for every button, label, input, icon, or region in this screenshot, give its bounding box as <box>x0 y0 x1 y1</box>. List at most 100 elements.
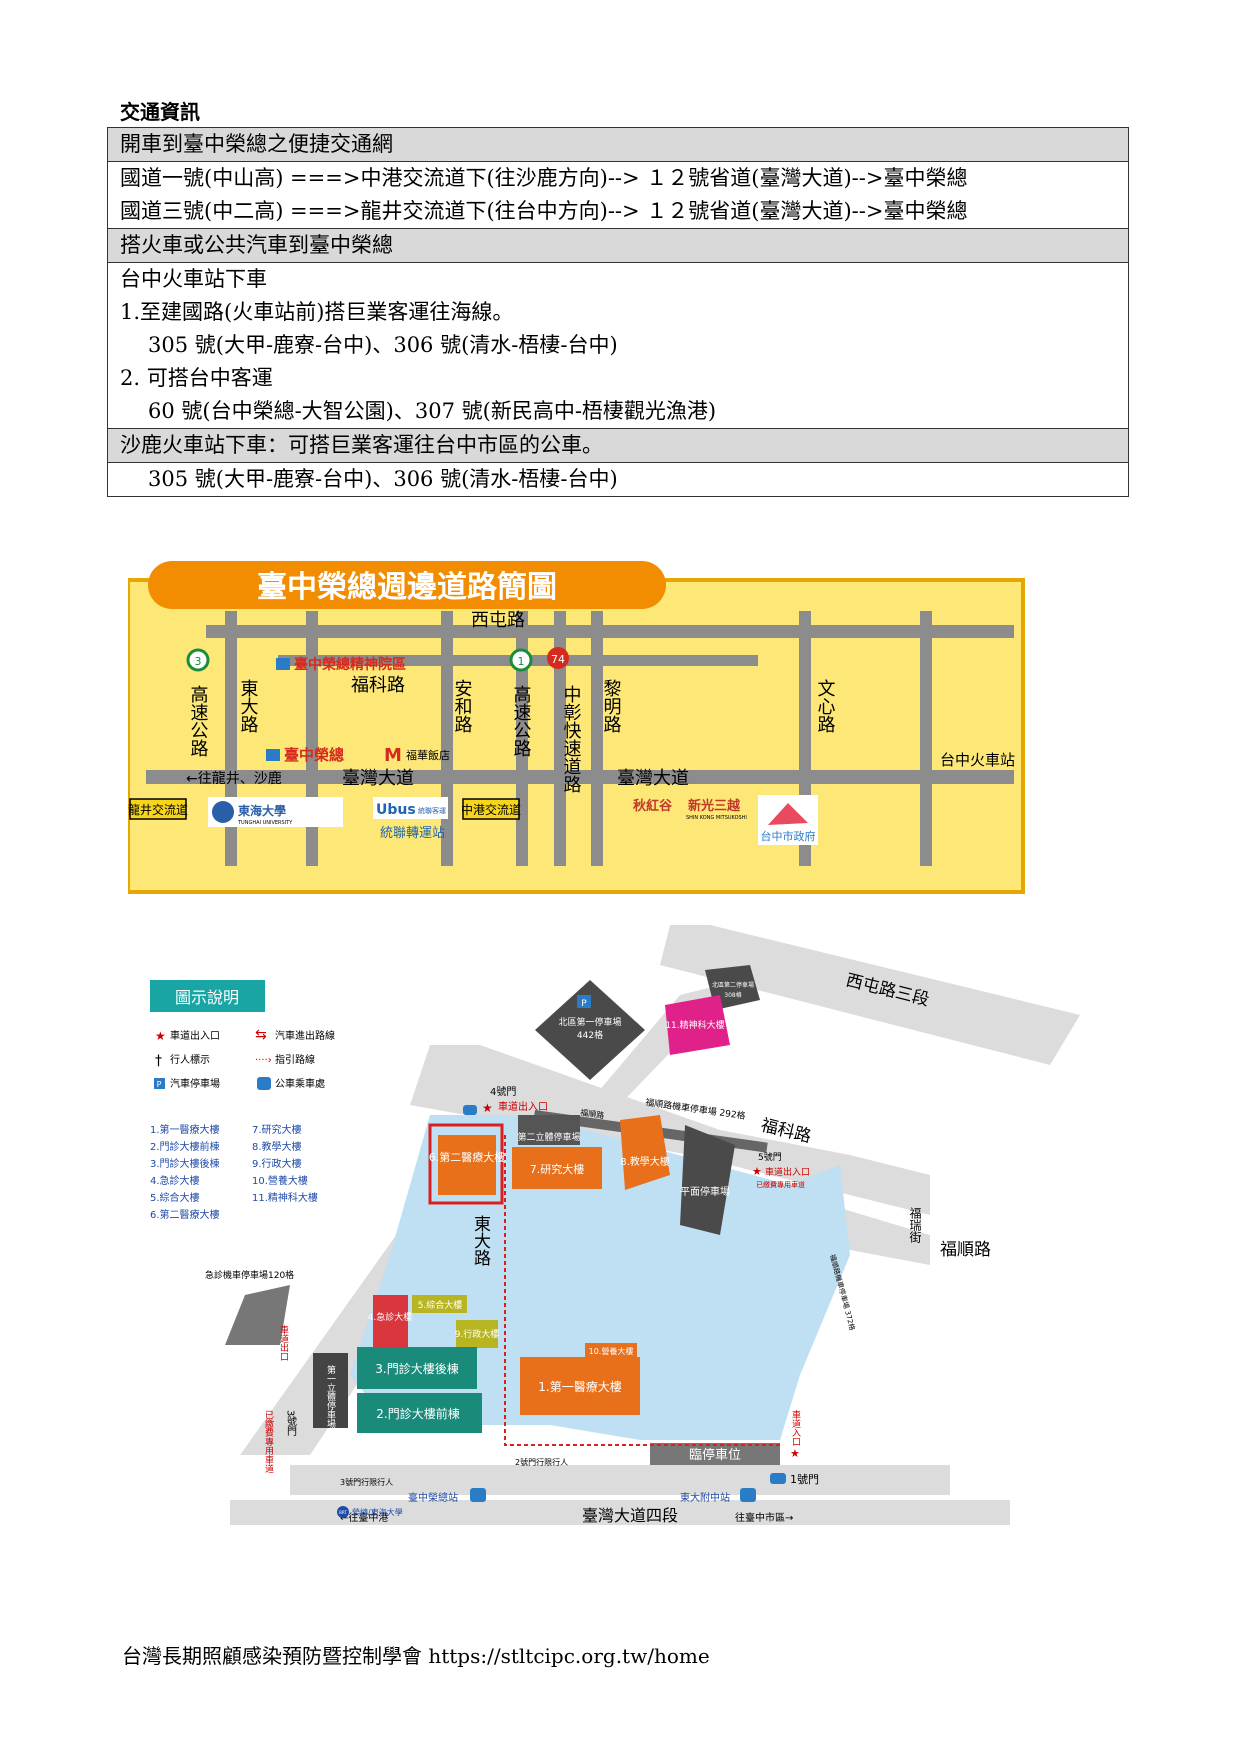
building-4 <box>373 1295 408 1350</box>
road-fuke: 福科路 <box>351 675 405 696</box>
bus-vgh-icon <box>470 1488 486 1502</box>
shield-1: 1 <box>518 655 525 668</box>
gate-3-ped: 3號門行限行人 <box>340 1477 393 1487</box>
brt-icon <box>337 1506 349 1518</box>
building-list-5: 5.綜合大樓 <box>150 1191 200 1204</box>
taichung-station-cell: 台中火車站下車 1.至建國路(火車站前)搭巨業客運往海線。 305 號(大甲-鹿… <box>107 262 1129 429</box>
building-11-label: 11.精神科大樓 <box>665 1019 724 1031</box>
road-map-title-bg <box>148 561 666 609</box>
north-parking-1-p: P <box>581 999 587 1009</box>
footer: 台灣長期照顧感染預防暨控制學會 https://stltcipc.org.tw/… <box>122 1644 710 1668</box>
gate-1: 1號門 <box>790 1473 819 1486</box>
taichung-line2-routes: 60 號(台中榮總-大智公園)、307 號(新民高中-梧棲觀光漁港) <box>148 399 717 423</box>
poi-shinkong-en: SHIN KONG MITSUKOSHI <box>686 815 747 821</box>
car-header: 開車到臺中榮總之便捷交通網 <box>107 127 1129 162</box>
shield-74: 74 <box>551 653 565 666</box>
road-anhe: 安和路 <box>452 679 473 733</box>
building-1 <box>520 1357 640 1415</box>
road-east-campus: 東大路 <box>470 1215 491 1266</box>
shalu-routes: 305 號(大甲-鹿寮-台中)、306 號(清水-梧棲-台中) <box>148 467 618 491</box>
gate-5-sign: 車道出入口 <box>765 1166 810 1178</box>
building-list-7: 7.研究大樓 <box>252 1123 302 1136</box>
page-heading: 交通資訊 <box>120 100 200 124</box>
legend-guide: 指引路線 <box>275 1053 315 1066</box>
road-wenxin: 文心路 <box>815 679 836 733</box>
building-list-10: 10.營養大樓 <box>252 1174 308 1187</box>
temp-parking <box>650 1443 780 1465</box>
longjing-ic-sign <box>129 798 187 820</box>
gate-1-car-icon <box>770 1473 786 1484</box>
first-parking-label: 第一立體停車場 <box>325 1364 336 1429</box>
car-routes-cell: 國道一號(中山高) ===>中港交流道下(往沙鹿方向)--> １２號省道(臺灣大… <box>107 161 1129 229</box>
building-6-label: 6.第二醫療大樓 <box>429 1150 506 1164</box>
legend-gate: 車道出入口 <box>170 1029 220 1042</box>
building-list-8: 8.教學大樓 <box>252 1140 302 1153</box>
taichung-line1-routes: 305 號(大甲-鹿寮-台中)、306 號(清水-梧棲-台中) <box>148 333 618 357</box>
building-11 <box>665 995 730 1055</box>
er-moto-parking <box>225 1285 290 1345</box>
gate-2-ped: 2號門行限行人 <box>515 1457 568 1467</box>
building-8 <box>620 1115 670 1190</box>
campus-map: 圖示說明 ★ 車道出入口 ⇆ 汽車進出路線 † 行人標示 ····› 指引路線 … <box>150 925 1080 1525</box>
vghtc-logo-icon-2 <box>266 749 280 761</box>
car-route-1: 國道一號(中山高) ===>中港交流道下(往沙鹿方向)--> １２號省道(臺灣大… <box>120 166 968 190</box>
building-list-3: 3.門診大樓後棟 <box>150 1157 220 1170</box>
building-list-1: 1.第一醫療大樓 <box>150 1123 220 1136</box>
bus-icon <box>257 1077 271 1090</box>
gate-4: 4號門 <box>490 1085 516 1098</box>
north-parking-1 <box>535 980 645 1080</box>
taichung-station-title: 台中火車站下車 <box>120 267 267 291</box>
temp-parking-label: 臨停車位 <box>689 1447 741 1463</box>
poi-zhonggang-ic: 中港交流道 <box>461 802 521 817</box>
poi-restaurant: 福華飯店 <box>406 748 450 762</box>
shalu-routes-cell: 305 號(大甲-鹿寮-台中)、306 號(清水-梧棲-台中) <box>107 462 1129 497</box>
gate-4-car-icon <box>463 1105 477 1115</box>
road-east: 東大路 <box>238 679 259 733</box>
highway-shields: 3 1 74 <box>186 647 569 672</box>
legend-bus: 公車乘車處 <box>275 1077 325 1090</box>
transit-header: 搭火車或公共汽車到臺中榮總 <box>107 228 1129 263</box>
legend-parking: 汽車停車場 <box>170 1077 220 1090</box>
building-list-9: 9.行政大樓 <box>252 1157 302 1170</box>
car-route-2: 國道三號(中二高) ===>龍井交流道下(往台中方向)--> １２號省道(臺灣大… <box>120 199 968 223</box>
er-moto-label: 急診機車停車場120格 <box>205 1269 294 1281</box>
building-list-11: 11.精神科大樓 <box>252 1191 318 1204</box>
building-2-label: 2.門診大樓前棟 <box>376 1406 459 1421</box>
building-10-label: 10.營養大樓 <box>589 1346 634 1356</box>
legend-title: 圖示說明 <box>175 988 239 1007</box>
gate-5-star-icon: ★ <box>752 1165 762 1178</box>
road-highway1: 高速公路 <box>511 685 532 757</box>
bus-east-icon <box>740 1488 756 1502</box>
shield-3: 3 <box>195 655 202 668</box>
ubus-logo-bg <box>373 797 448 819</box>
shalu-header: 沙鹿火車站下車：可搭巨業客運往台中市區的公車。 <box>107 428 1129 463</box>
highlight-box <box>428 1123 504 1205</box>
building-5 <box>412 1295 467 1313</box>
fushun-lane: 福順路 <box>580 1107 605 1120</box>
gate-5: 5號門 <box>758 1151 782 1163</box>
north-parking-1-icon <box>577 995 591 1008</box>
road-fushun: 福順路 <box>940 1240 991 1260</box>
legend-car-route: 汽車進出路線 <box>275 1029 335 1042</box>
to-city-label: 往臺中市區→ <box>735 1511 793 1524</box>
parking-icon <box>154 1078 165 1089</box>
road-map-title: 臺中榮總週邊道路簡圖 <box>257 570 557 605</box>
entry-label: 車道入口 <box>790 1409 801 1446</box>
pedestrian-icon: † <box>155 1053 162 1069</box>
poi-tunghai: 東海大學 <box>238 803 286 818</box>
north-parking-1-label: 北區第一停車場 <box>558 1016 621 1028</box>
poi-ubus: Ubus <box>376 802 416 818</box>
road-xitun: 西屯路 <box>471 610 525 631</box>
building-7 <box>512 1147 602 1189</box>
building-1-label: 1.第一醫療大樓 <box>538 1379 621 1394</box>
poi-cityhall: 台中市政府 <box>761 829 816 843</box>
road-furui: 福瑞街 <box>908 1206 922 1243</box>
building-9-label: 9.行政大樓 <box>455 1328 500 1340</box>
road-taiwan-1: 臺灣大道 <box>342 768 414 789</box>
exit-label: 車道出口 <box>278 1324 289 1361</box>
building-4-label: 4.急診大樓 <box>368 1311 413 1323</box>
building-9 <box>456 1320 498 1348</box>
star-icon: ★ <box>155 1029 166 1043</box>
building-list: 1.第一醫療大樓 2.門診大樓前棟 3.門診大樓後棟 4.急診大樓 5.綜合大樓… <box>150 1123 318 1221</box>
road-taiwan-2: 臺灣大道 <box>617 768 689 789</box>
